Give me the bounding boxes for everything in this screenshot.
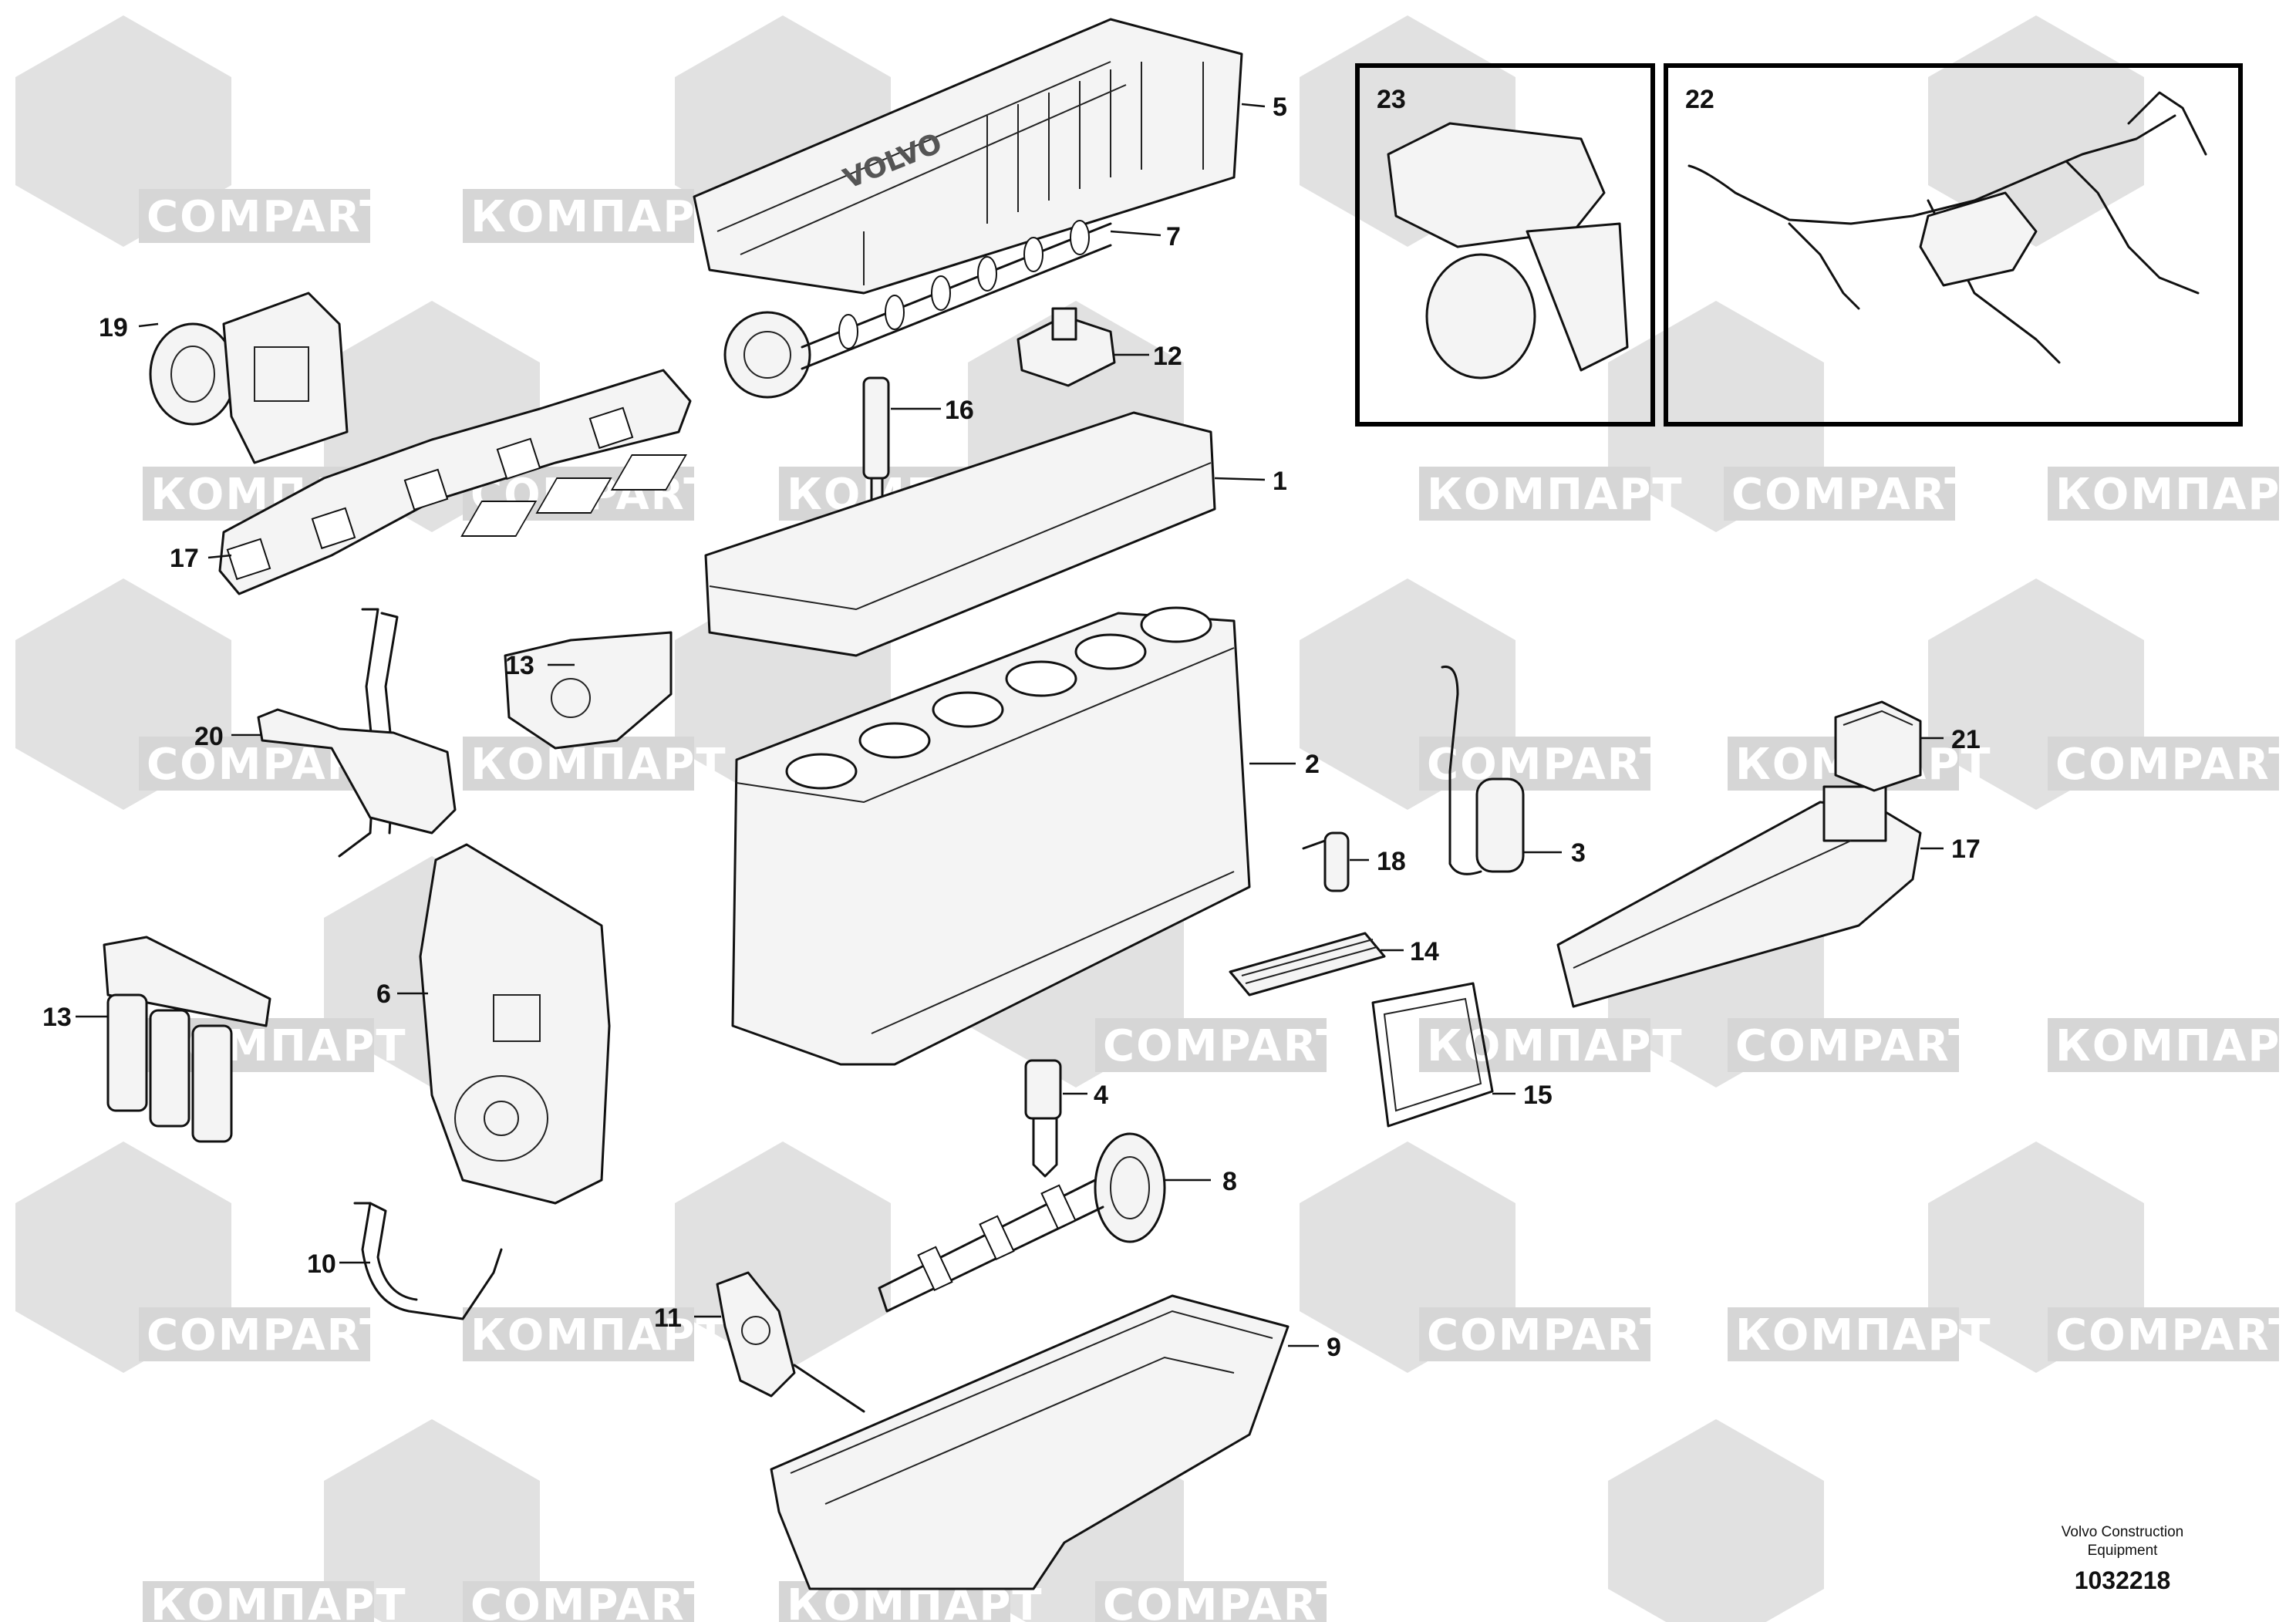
- part-camshaft: [723, 220, 1112, 399]
- callout-20: 20: [194, 722, 224, 751]
- callout-14: 14: [1410, 937, 1439, 966]
- wm-text: COMPART: [1735, 1021, 1979, 1071]
- wm-text: КОМПАРТ: [470, 192, 727, 242]
- part-filter-housing-mid: [504, 631, 673, 750]
- callout-4: 4: [1094, 1081, 1108, 1110]
- part-breather: [1441, 665, 1525, 875]
- wm-text: COMPART: [1103, 1021, 1347, 1071]
- part-injector: [862, 376, 890, 507]
- footer-code: 1032218: [2074, 1566, 2171, 1594]
- part-oil-pump: [716, 1271, 865, 1413]
- part-bracket: [1302, 831, 1350, 892]
- callout-13a: 13: [42, 1003, 72, 1032]
- leader-lines: [76, 103, 1944, 1347]
- callout-16: 16: [945, 396, 974, 425]
- callout-7: 7: [1166, 222, 1181, 251]
- wm-text: КОМПАРТ: [470, 1310, 727, 1361]
- inset-label-23: 23: [1377, 85, 1406, 114]
- wm-text: COMPART: [147, 1310, 390, 1361]
- callout-13b: 13: [505, 651, 534, 680]
- part-cylinder-head: [460, 411, 1216, 657]
- callout-21: 21: [1951, 725, 1981, 754]
- part-timing-cover: [419, 843, 611, 1205]
- part-cylinder-block: [731, 606, 1251, 1066]
- callout-19: 19: [99, 313, 128, 342]
- wm-text: КОМПАРТ: [2055, 470, 2296, 520]
- wm-text: КОМПАРТ: [1735, 1310, 1992, 1361]
- part-exhaust-manifold-left: [218, 369, 692, 595]
- wm-text: COMPART: [1731, 470, 1975, 520]
- footer-line2: Equipment: [2087, 1543, 2158, 1559]
- callout-5: 5: [1273, 93, 1287, 122]
- part-water-pump: [257, 608, 457, 858]
- wm-text: COMPART: [1427, 1310, 1671, 1361]
- inset-23: [1355, 63, 1655, 427]
- part-pipe: [353, 1202, 503, 1320]
- wm-text: COMPART: [2055, 1310, 2296, 1361]
- wm-text: COMPART: [147, 192, 390, 242]
- wm-text: КОМПАРТ: [1427, 1021, 1684, 1071]
- callout-3: 3: [1571, 838, 1586, 868]
- callout-17b: 17: [1951, 835, 1981, 864]
- callouts: 1 2 3 4 5 6 7 8 9 10 11 12 13 13 14 15 1…: [42, 85, 1981, 1362]
- wm-text: КОМПАРТ: [1427, 470, 1684, 520]
- callout-18: 18: [1377, 847, 1406, 876]
- part-intake-manifold-right: [1556, 785, 1922, 1008]
- callout-1: 1: [1273, 467, 1287, 496]
- wm-text: COMPART: [2055, 740, 2296, 790]
- part-turbocharger: [149, 292, 349, 464]
- part-valve-cover: VOLVO: [693, 18, 1243, 295]
- wm-text: КОМПАРТ: [470, 740, 727, 790]
- part-piston: [1024, 1059, 1062, 1178]
- wm-text: COMPART: [1427, 740, 1671, 790]
- footer-block: Volvo Construction Equipment 1032218: [2022, 1523, 2223, 1595]
- part-oil-pan: [770, 1294, 1290, 1590]
- callout-17a: 17: [170, 544, 199, 573]
- callout-9: 9: [1327, 1333, 1341, 1362]
- wm-text: КОМПАРТ: [150, 1580, 407, 1622]
- inset-label-22: 22: [1685, 85, 1714, 114]
- part-sensor: [1017, 307, 1116, 387]
- part-gasket: [1371, 982, 1494, 1128]
- callout-12: 12: [1153, 342, 1182, 371]
- part-cover: [1834, 700, 1922, 792]
- callout-15: 15: [1523, 1081, 1553, 1110]
- part-oil-cooler: [1229, 932, 1386, 996]
- wm-text: КОМПАРТ: [2055, 1021, 2296, 1071]
- callout-8: 8: [1222, 1167, 1237, 1196]
- part-crankshaft: [878, 1132, 1166, 1313]
- callout-6: 6: [376, 980, 391, 1009]
- part-filter-housing-left: [103, 936, 271, 1143]
- callout-2: 2: [1305, 750, 1320, 779]
- wm-text: COMPART: [470, 1580, 714, 1622]
- callout-11: 11: [654, 1303, 682, 1333]
- inset-22: [1664, 63, 2243, 427]
- footer-line1: Volvo Construction: [2061, 1524, 2184, 1540]
- callout-10: 10: [307, 1249, 336, 1279]
- wm-text: COMPART: [1103, 1580, 1347, 1622]
